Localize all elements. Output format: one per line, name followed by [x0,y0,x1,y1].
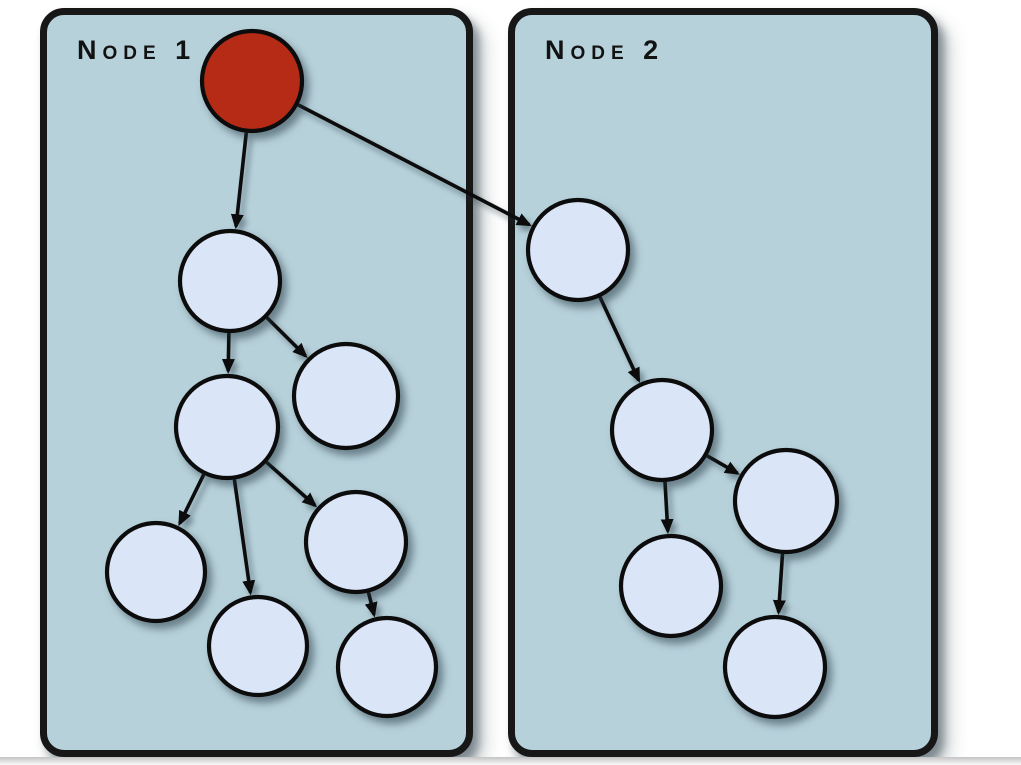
panel-node2-title: Node 2 [545,35,665,65]
panel-node2: Node 2 [508,8,938,757]
panel-node1: Node 1 [40,8,473,757]
page-bottom-shadow [0,757,1021,765]
panel-node1-title: Node 1 [77,35,197,65]
